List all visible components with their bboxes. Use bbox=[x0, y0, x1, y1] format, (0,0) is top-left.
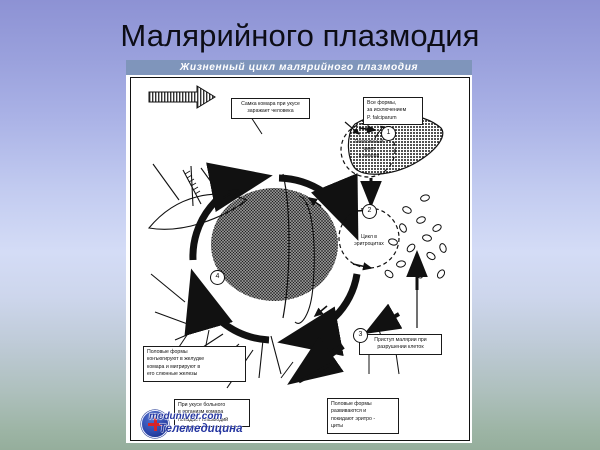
medical-cross-icon-bar bbox=[148, 422, 162, 426]
central-cycle-ring bbox=[184, 162, 361, 357]
step-number-1: 1 bbox=[381, 126, 396, 141]
diagram-banner: Жизненный цикл малярийного плазмодия bbox=[126, 60, 472, 75]
page-title: Малярийного плазмодия bbox=[120, 18, 480, 53]
step-number-2: 2 bbox=[362, 204, 377, 219]
diagram-inner: 1 2 3 4 Постоянный цикл в печени Цикл в … bbox=[130, 77, 470, 441]
meduniver-logo[interactable]: meduniver.com Телемедицина bbox=[141, 408, 291, 438]
shield-badge-icon bbox=[141, 410, 169, 438]
diagram-artwork bbox=[147, 85, 447, 389]
callout-mosquito-bite: Самка комара при укусе заражает человека bbox=[231, 98, 310, 119]
logo-url-text: meduniver.com bbox=[149, 411, 223, 422]
erythrocyte-cycle-label: Цикл в эритроцитах bbox=[354, 234, 384, 247]
callout-all-forms-except: Все формы, за исключением P. falciparum bbox=[363, 97, 423, 126]
step-number-3: 3 bbox=[353, 328, 368, 343]
infection-arrow-icon bbox=[148, 85, 216, 109]
erythrocytes-cluster bbox=[384, 194, 447, 279]
callout-malaria-attack: Приступ малярии при разрушении клеток bbox=[359, 334, 442, 355]
diagram-panel: Жизненный цикл малярийного плазмодия bbox=[126, 60, 472, 443]
callout-sexual-forms-conjugate: Половые формы конъюгируют в желудке кома… bbox=[143, 346, 246, 382]
step-number-4: 4 bbox=[210, 270, 225, 285]
logo-tagline-text: Телемедицина bbox=[159, 423, 243, 435]
liver-cycle-label: Постоянный цикл в печени bbox=[354, 139, 384, 159]
callout-bite-of-sick-person: При укусе больного в организм комара поп… bbox=[174, 399, 250, 428]
callout-sexual-forms-leave-erythrocytes: Половые формы развиваются и покидают эри… bbox=[327, 398, 399, 434]
